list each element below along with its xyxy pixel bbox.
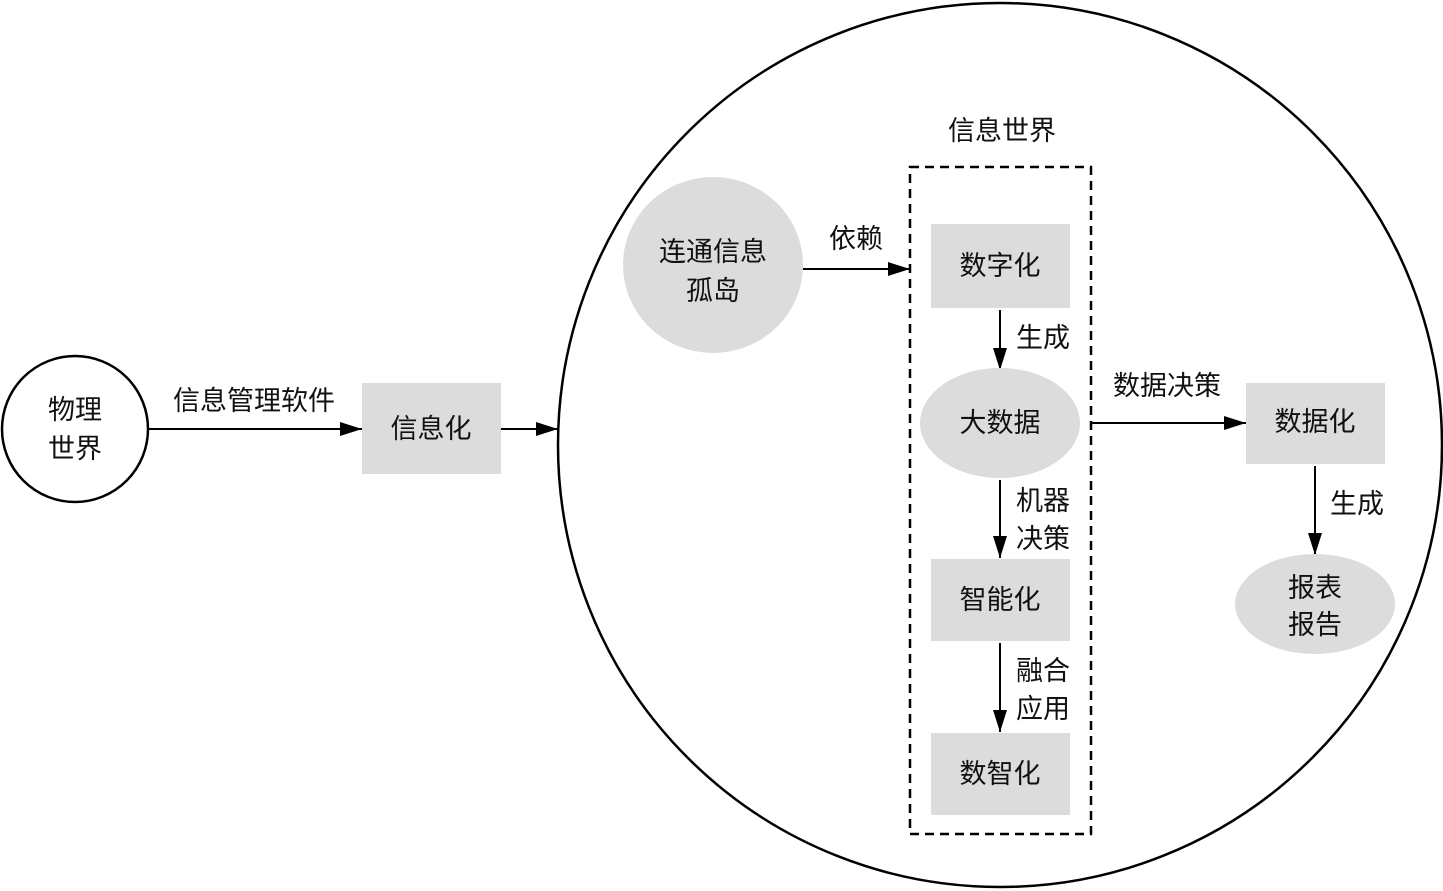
connect-islands-label-1: 连通信息	[659, 237, 767, 268]
digital-intelligence-label: 数智化	[960, 759, 1041, 790]
reports-label-2: 报告	[1288, 610, 1342, 641]
physical-world-node	[0, 354, 150, 504]
reports-node	[1235, 554, 1395, 654]
informatization-node	[362, 383, 501, 474]
big-data-label: 大数据	[960, 408, 1041, 439]
digitization-label: 数字化	[960, 251, 1041, 282]
edge-label-generate-2: 生成	[1330, 489, 1384, 520]
connect-islands-label-2: 孤岛	[686, 276, 740, 307]
info-world-title: 信息世界	[948, 116, 1056, 147]
edge-label-fusion-application-1: 融合	[1016, 656, 1070, 687]
digitization-node	[931, 224, 1070, 308]
informatization-label: 信息化	[391, 414, 472, 445]
big-data-node	[920, 368, 1080, 478]
edge-label-info-mgmt-software: 信息管理软件	[173, 386, 335, 417]
edge-label-machine-decision-2: 决策	[1016, 524, 1070, 555]
physical-world-label-2: 世界	[48, 434, 102, 465]
physical-world-label-1: 物理	[48, 395, 102, 426]
edge-label-generate-1: 生成	[1016, 323, 1070, 354]
edge-label-data-decision: 数据决策	[1113, 371, 1221, 402]
intelligentization-node	[931, 559, 1070, 641]
info-world-container	[908, 165, 1093, 836]
datafication-node	[1246, 383, 1385, 464]
digital-intelligence-node	[931, 733, 1070, 815]
edge-label-depend: 依赖	[829, 224, 883, 255]
intelligentization-label: 智能化	[960, 585, 1041, 616]
edge-label-fusion-application-2: 应用	[1016, 694, 1070, 725]
datafication-label: 数据化	[1275, 407, 1356, 438]
connect-islands-node	[623, 177, 803, 353]
reports-label-1: 报表	[1288, 573, 1342, 604]
edge-label-machine-decision-1: 机器	[1016, 486, 1070, 517]
